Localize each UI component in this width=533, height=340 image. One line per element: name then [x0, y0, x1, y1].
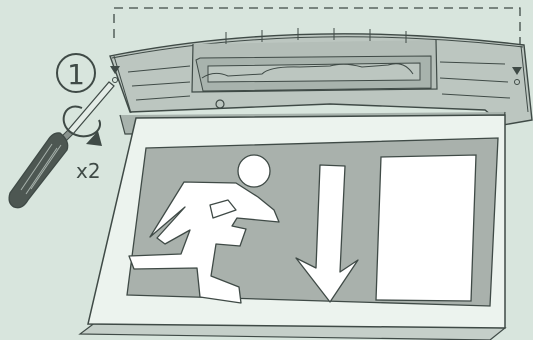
exit-sign-panel: [78, 114, 507, 340]
rotation-arrow-icon: [62, 105, 102, 146]
step-number: 1: [67, 58, 85, 91]
ceiling-housing: [109, 28, 533, 135]
figure-head: [237, 154, 271, 188]
door-panel: [375, 154, 477, 302]
down-arrow-icon: [295, 164, 359, 303]
screwdriver-icon: [8, 81, 115, 209]
screw-marker-left: [110, 66, 120, 74]
screw-hole-left: [112, 77, 118, 83]
screw-marker-right: [512, 67, 522, 75]
step-number-badge: 1: [56, 53, 96, 93]
repeat-count-label: x2: [76, 159, 101, 183]
screwdriver-handle: [8, 132, 69, 209]
running-man-pictogram: [128, 154, 280, 304]
screw-hole-right: [514, 79, 520, 85]
wire-hole: [215, 99, 225, 109]
